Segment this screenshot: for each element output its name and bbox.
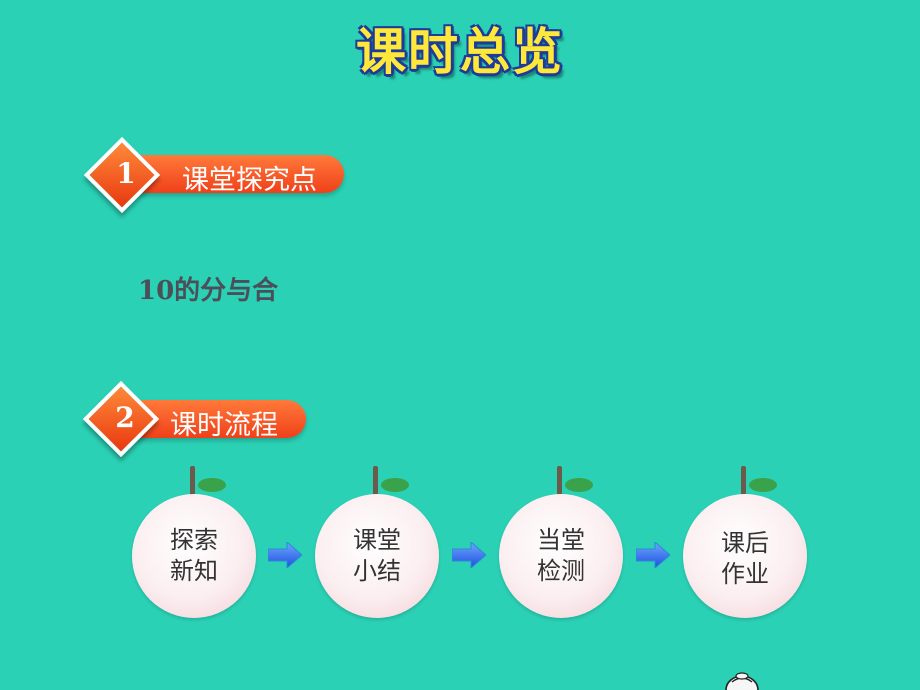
flow-step-summary[interactable]: 课堂 小结 <box>315 466 441 626</box>
leaf-icon <box>198 478 226 492</box>
section-label-1: 课堂探究点 <box>182 165 317 196</box>
leaf-icon <box>565 478 593 492</box>
leaf-icon <box>381 478 409 492</box>
flow-circle: 课堂 小结 <box>315 494 439 618</box>
mascot-icon <box>725 672 759 690</box>
flow-circle: 课后 作业 <box>683 494 807 618</box>
flow-circle: 当堂 检测 <box>499 494 623 618</box>
flow-label-line1: 课后 <box>721 529 769 557</box>
section-bar-1 <box>126 155 344 193</box>
flow-step-homework[interactable]: 课后 作业 <box>683 466 809 626</box>
arrow-right-icon <box>636 542 670 568</box>
content-text: 10的分与合 <box>138 276 279 306</box>
flow-label-line2: 作业 <box>721 560 769 588</box>
stem-icon <box>373 466 378 496</box>
leaf-icon <box>749 478 777 492</box>
arrow-right-icon <box>268 542 302 568</box>
stem-icon <box>741 466 746 496</box>
flow-label-line2: 检测 <box>537 557 585 585</box>
flow-label-line1: 课堂 <box>353 526 401 554</box>
stem-icon <box>557 466 562 496</box>
flow-circle: 探索 新知 <box>132 494 256 618</box>
section-label-2: 课时流程 <box>170 410 278 441</box>
page-title: 课时总览 <box>356 23 564 81</box>
flow-step-test[interactable]: 当堂 检测 <box>499 466 625 626</box>
flow-label-line2: 新知 <box>170 557 218 585</box>
stem-icon <box>190 466 195 496</box>
section-number-2: 2 <box>115 401 135 434</box>
flow-label-line2: 小结 <box>353 557 401 585</box>
flow-label-line1: 当堂 <box>537 526 585 554</box>
section-number-1: 1 <box>116 157 136 190</box>
flow-step-explore[interactable]: 探索 新知 <box>132 466 258 626</box>
arrow-right-icon <box>452 542 486 568</box>
flow-label-line1: 探索 <box>170 526 218 554</box>
